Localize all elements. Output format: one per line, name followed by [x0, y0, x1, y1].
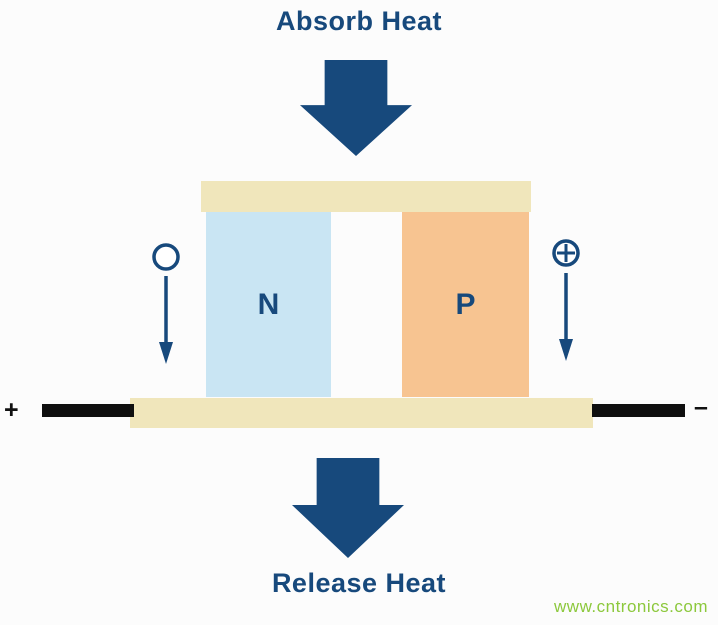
release-heat-label: Release Heat	[271, 568, 447, 598]
plus-terminal-label: +	[4, 396, 19, 424]
hole-circle-plus-icon	[552, 239, 580, 267]
right-electrode-wire	[592, 404, 685, 417]
electron-flow-arrow-icon	[159, 276, 173, 364]
watermark: www.cntronics.com	[554, 597, 708, 616]
electron-circle-icon	[152, 243, 180, 271]
bottom-ceramic-plate	[130, 398, 593, 428]
left-electrode-wire	[42, 404, 134, 417]
top-ceramic-plate	[201, 181, 531, 212]
p-block-label: P	[455, 287, 476, 321]
p-type-block: P	[402, 212, 529, 397]
minus-terminal-label: –	[694, 393, 708, 421]
n-type-block: N	[206, 212, 331, 397]
heat-in-arrow-icon	[300, 60, 412, 156]
n-block-label: N	[257, 287, 280, 321]
heat-out-arrow-icon	[292, 458, 404, 558]
hole-flow-arrow-icon	[559, 273, 573, 361]
absorb-heat-label: Absorb Heat	[275, 6, 443, 36]
